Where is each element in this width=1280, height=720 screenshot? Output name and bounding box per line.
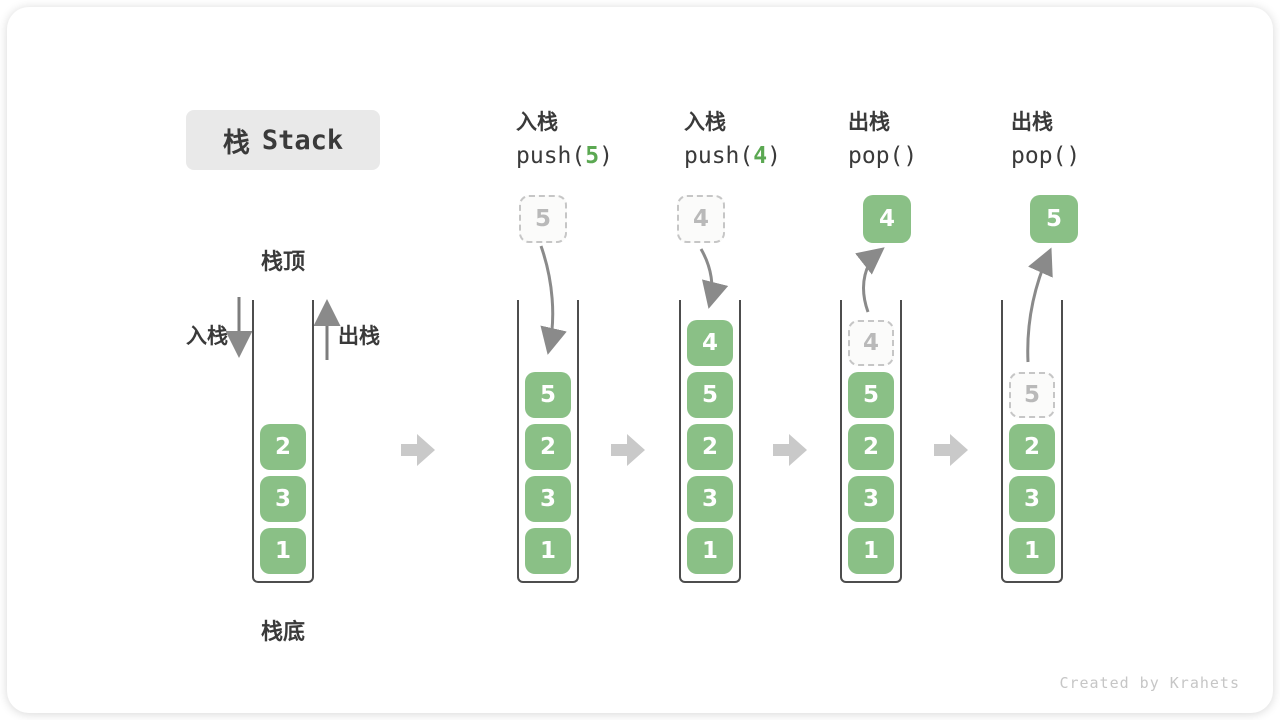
operation-name: 入栈 — [516, 110, 558, 134]
operation-name: 入栈 — [684, 110, 726, 134]
stack-cell: 1 — [260, 528, 306, 574]
floating-cell: 5 — [1030, 195, 1078, 243]
operation-code: push(4) — [684, 143, 781, 169]
stack-cell: 5 — [687, 372, 733, 418]
stack-cell: 2 — [687, 424, 733, 470]
step-arrow-icon — [773, 434, 807, 466]
operation-label: 出栈 pop() — [848, 106, 917, 169]
code-text: push( — [684, 143, 754, 169]
code-text: ) — [1066, 143, 1081, 169]
step-arrow-icon — [611, 434, 645, 466]
push-4-arrow-icon — [699, 248, 729, 309]
operation-name: 出栈 — [1011, 110, 1053, 134]
stack-cell: 1 — [848, 528, 894, 574]
stack-container-after-push-5 — [517, 300, 579, 583]
step-arrow-icon — [934, 434, 968, 466]
operation-label: 入栈 push(4) — [684, 106, 781, 169]
code-text: ) — [767, 143, 781, 169]
stack-bottom-label: 栈底 — [260, 620, 305, 645]
operation-code: pop() — [1011, 143, 1080, 169]
code-text: ) — [599, 143, 613, 169]
stack-cell: 2 — [260, 424, 306, 470]
stack-cell: 2 — [1009, 424, 1055, 470]
stack-cell: 3 — [525, 476, 571, 522]
stack-cell: 5 — [848, 372, 894, 418]
stack-cell: 3 — [260, 476, 306, 522]
operation-label: 出栈 pop() — [1011, 106, 1080, 169]
floating-cell: 4 — [677, 195, 725, 243]
title-box: 栈 Stack — [186, 110, 380, 170]
stack-cell: 5 — [1009, 372, 1055, 418]
floating-cell: 5 — [519, 195, 567, 243]
stack-cell: 1 — [687, 528, 733, 574]
push-side-label: 入栈 — [186, 324, 228, 348]
code-text: pop( — [848, 143, 904, 169]
operation-name: 出栈 — [848, 110, 890, 134]
title-zh: 栈 — [222, 127, 250, 159]
stack-cell: 1 — [525, 528, 571, 574]
stack-cell: 3 — [687, 476, 733, 522]
code-text: push( — [516, 143, 586, 169]
stack-cell: 1 — [1009, 528, 1055, 574]
stack-cell: 3 — [848, 476, 894, 522]
watermark: Created by Krahets — [1059, 674, 1240, 692]
stack-cell: 4 — [848, 320, 894, 366]
pop-side-label: 出栈 — [338, 324, 380, 348]
code-text: ) — [903, 143, 918, 169]
stack-cell: 2 — [848, 424, 894, 470]
code-argument: 4 — [753, 143, 768, 169]
code-argument: 5 — [585, 143, 600, 169]
operation-code: pop() — [848, 143, 917, 169]
code-text: pop( — [1011, 143, 1067, 169]
stack-cell: 5 — [525, 372, 571, 418]
stack-cell: 2 — [525, 424, 571, 470]
floating-cell: 4 — [863, 195, 911, 243]
stack-cell: 4 — [687, 320, 733, 366]
operation-code: push(5) — [516, 143, 613, 169]
step-arrow-icon — [401, 434, 435, 466]
stack-container-after-push-4 — [679, 300, 741, 583]
stack-top-label: 栈顶 — [260, 250, 305, 275]
stack-cell: 3 — [1009, 476, 1055, 522]
operation-label: 入栈 push(5) — [516, 106, 613, 169]
stack-container-after-pop-5 — [1001, 300, 1063, 583]
title-en: Stack — [261, 124, 344, 156]
stack-container-initial-stack — [252, 300, 314, 583]
stack-container-after-pop-4 — [840, 300, 902, 583]
